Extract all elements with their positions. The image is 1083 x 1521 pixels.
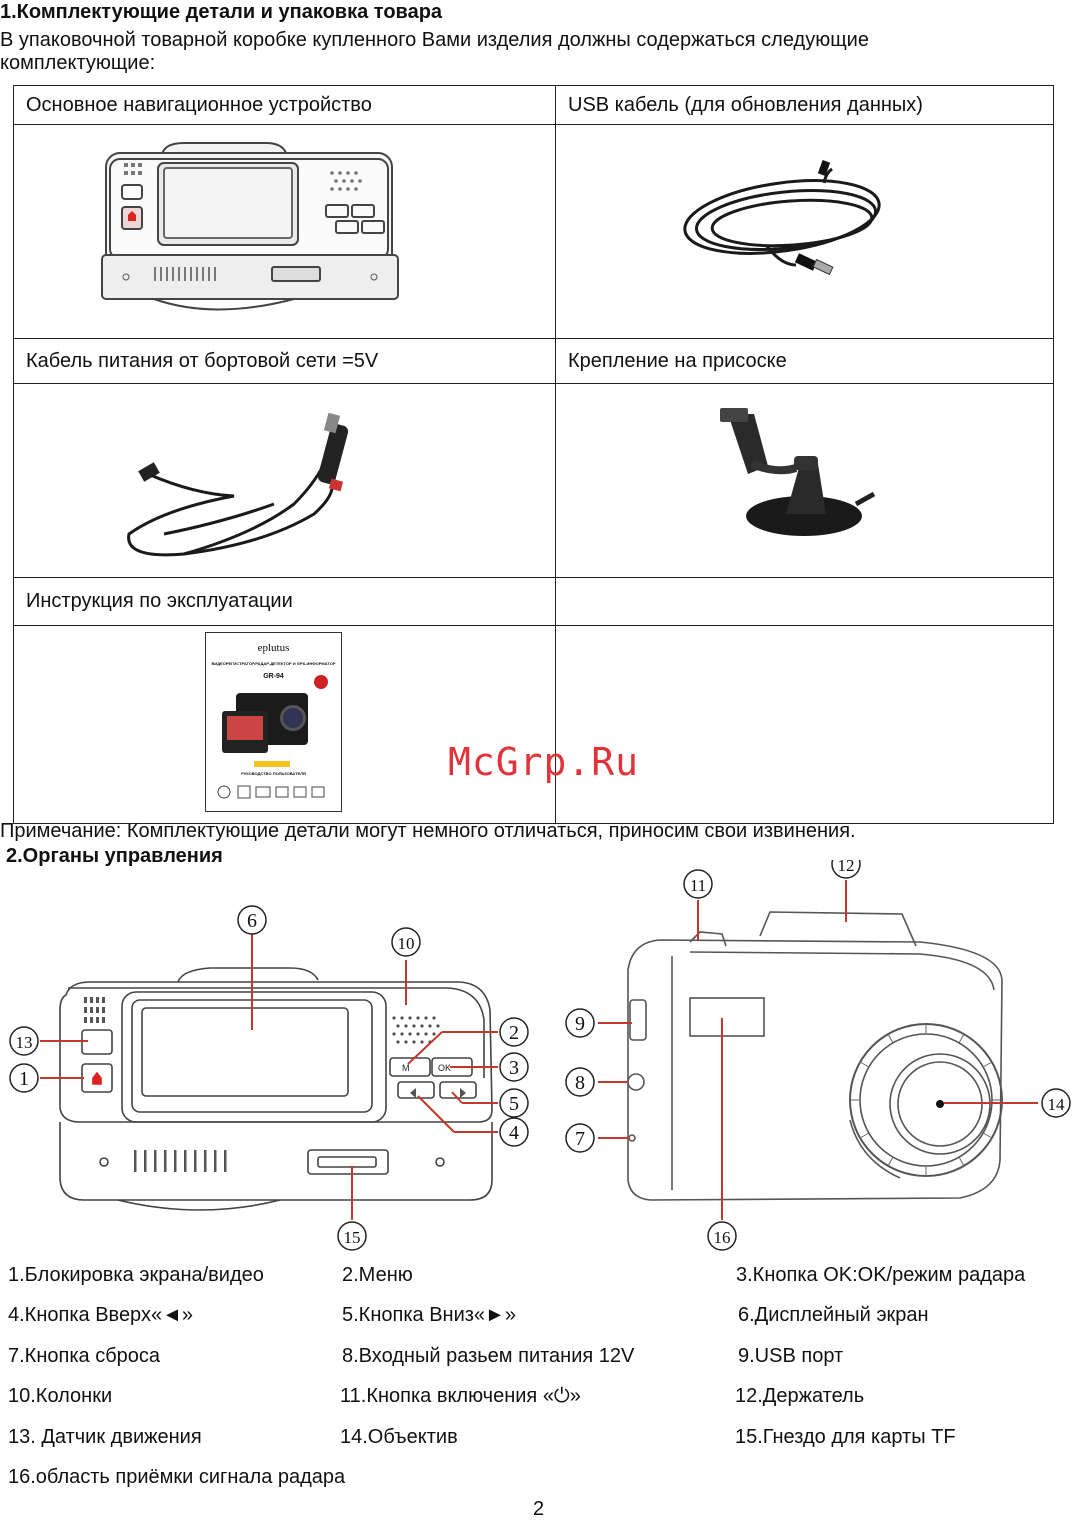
- callout-circle-6: [237, 905, 267, 935]
- manual-model: GR-94: [263, 673, 284, 680]
- legend-item-6: 6.Дисплейный экран: [738, 1304, 929, 1326]
- callout-circle-5: [499, 1088, 529, 1118]
- callout-1: 1: [19, 1068, 29, 1090]
- callout-circle-7: [565, 1123, 595, 1153]
- legend-item-3: 3.Кнопка OK:OK/режим радара: [736, 1264, 1026, 1286]
- kit-label-manual: Инструкция по эксплуатации: [13, 577, 556, 626]
- legend-item-14: 14.Объектив: [340, 1426, 458, 1448]
- kit-image-cell-power-cable: [13, 383, 556, 578]
- callout-14: 14: [1048, 1095, 1066, 1114]
- callout-circle-14: [1041, 1088, 1071, 1118]
- manual-subtitle: ВИДЕОРЕГИСТРАТОР,РАДАР-ДЕТЕКТОР И GPS-ИН…: [211, 661, 336, 666]
- callout-circle-2: [499, 1017, 529, 1047]
- legend-item-9: 9.USB порт: [738, 1345, 844, 1367]
- callout-4: 4: [509, 1122, 519, 1144]
- manual-device-photo-front: [222, 711, 268, 753]
- callout-2: 2: [509, 1022, 519, 1044]
- device-back-details: [84, 997, 466, 1172]
- callout-circle-8: [565, 1067, 595, 1097]
- intro-text-line2: комплектующие:: [0, 52, 156, 74]
- legend-item-2: 2.Меню: [342, 1264, 413, 1286]
- manual-badge: [314, 675, 328, 689]
- manual-guide-label: РУКОВОДСТВО ПОЛЬЗОВАТЕЛЯ: [241, 771, 306, 776]
- callout-9: 9: [575, 1013, 585, 1035]
- kit-image-cell-suction-mount: [555, 383, 1054, 578]
- manual-brand: eplutus: [257, 642, 290, 654]
- callout-circle-3: [499, 1052, 529, 1082]
- watermark: McGrp.Ru: [448, 740, 640, 784]
- callout-15: 15: [344, 1228, 361, 1247]
- kit-label-usb-cable: USB кабель (для обновления данных): [555, 85, 1054, 125]
- device-back-view: [59, 967, 493, 1211]
- callout-12: 12: [838, 860, 855, 875]
- legend-item-4: 4.Кнопка Вверх«◄»: [8, 1304, 193, 1326]
- section-title-kit: 1.Комплектующие детали и упаковка товара: [0, 1, 443, 23]
- callout-6: 6: [247, 910, 257, 932]
- callout-leaders: [40, 880, 1038, 1220]
- kit-label-empty: [555, 577, 1054, 626]
- callout-circles: [9, 860, 1071, 1251]
- legend-item-1: 1.Блокировка экрана/видео: [8, 1264, 264, 1286]
- legend-item-16: 16.область приёмки сигнала радара: [8, 1466, 346, 1488]
- usb-cable-illustration: [683, 160, 881, 276]
- callout-7: 7: [575, 1128, 585, 1150]
- ok-button-label: OK: [438, 1063, 451, 1073]
- legend-item-13: 13. Датчик движения: [8, 1426, 202, 1448]
- kit-label-suction-mount: Крепление на присоске: [555, 338, 1054, 384]
- manual-feature-icons: [216, 783, 331, 801]
- lens-center: [936, 1100, 944, 1108]
- power-cable-illustration: [127, 412, 349, 557]
- legend-item-11: 11.Кнопка включения «⏻»: [340, 1385, 581, 1407]
- legend-item-7: 7.Кнопка сброса: [8, 1345, 161, 1367]
- callout-16: 16: [714, 1228, 731, 1247]
- callout-circle-11: [683, 869, 713, 899]
- manual-yellow-logo: [254, 761, 290, 767]
- kit-note: Примечание: Комплектующие детали могут н…: [0, 820, 856, 842]
- legend-item-15: 15.Гнездо для карты TF: [735, 1426, 956, 1448]
- legend-item-12: 12.Держатель: [735, 1385, 865, 1407]
- intro-text-line1: В упаковочной товарной коробке купленног…: [0, 29, 869, 51]
- lens-knurl: [850, 1024, 1002, 1176]
- callout-5: 5: [509, 1093, 519, 1115]
- callout-circle-4: [499, 1117, 529, 1147]
- callout-13: 13: [16, 1033, 33, 1052]
- kit-image-cell-usb-cable: [555, 124, 1054, 339]
- callout-circle-15: [337, 1221, 367, 1251]
- kit-label-power-cable: Кабель питания от бортовой сети =5V: [13, 338, 556, 384]
- device-front-view: [627, 911, 1003, 1201]
- callout-circle-13: [9, 1026, 39, 1056]
- callout-10: 10: [398, 934, 415, 953]
- callout-8: 8: [575, 1072, 585, 1094]
- callout-circle-9: [565, 1008, 595, 1038]
- legend-item-5: 5.Кнопка Вниз«►»: [342, 1304, 516, 1326]
- suction-mount-illustration: [720, 408, 876, 536]
- kit-image-cell-empty: [555, 625, 1054, 824]
- callout-11: 11: [690, 876, 706, 895]
- page-number: 2: [533, 1498, 545, 1520]
- callout-circle-1: [9, 1063, 39, 1093]
- kit-image-cell-manual: eplutus ВИДЕОРЕГИСТРАТОР,РАДАР-ДЕТЕКТОР …: [13, 625, 556, 824]
- navigator-device-illustration: [101, 142, 399, 311]
- controls-diagram: M OK: [9, 860, 1071, 1251]
- manual-cover: eplutus ВИДЕОРЕГИСТРАТОР,РАДАР-ДЕТЕКТОР …: [205, 632, 342, 812]
- kit-image-cell-navigator: [13, 124, 556, 339]
- callout-3: 3: [509, 1057, 519, 1079]
- callout-circle-16: [707, 1221, 737, 1251]
- section-title-controls: 2.Органы управления: [6, 845, 223, 867]
- callout-numbers: 1 2 3 4 5 6 7 8 9 10 11 12 13 14 15 16: [16, 860, 1066, 1247]
- kit-label-navigator: Основное навигационное устройство: [13, 85, 556, 125]
- kit-table: Основное навигационное устройство USB ка…: [13, 85, 1054, 824]
- legend-item-10: 10.Колонки: [8, 1385, 113, 1407]
- callout-circle-10: [391, 927, 421, 957]
- legend-item-8: 8.Входный разьем питания 12V: [342, 1345, 635, 1367]
- menu-button-label: M: [402, 1063, 410, 1073]
- callout-circle-12: [831, 860, 861, 879]
